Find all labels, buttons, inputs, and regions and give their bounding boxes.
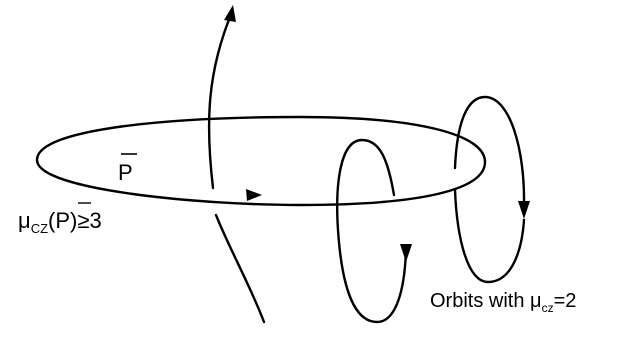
mu-open-paren: (: [48, 208, 56, 233]
caption-prefix: Orbits with: [430, 290, 530, 312]
mu-index-label: μCZ(P)≥3: [18, 208, 102, 236]
mu-relation: ≥3: [77, 208, 101, 233]
mu-symbol: μ: [18, 208, 31, 233]
small-orbit-middle-arrow: [400, 244, 412, 262]
caption-subscript: cz: [542, 301, 554, 315]
caption-value: =2: [554, 290, 577, 312]
small-orbit-right: [453, 95, 526, 207]
caption-label: Orbits with μcz=2: [430, 290, 576, 315]
small-orbit-right-arrow: [518, 201, 530, 219]
mu-argument: P: [55, 208, 70, 233]
flow-line-lower: [214, 213, 266, 324]
flow-line-arrow: [224, 5, 236, 22]
orbit-label: P: [118, 160, 133, 185]
small-orbit-middle: [336, 138, 408, 324]
small-orbit-right-lower: [453, 188, 526, 284]
main-orbit-arrow: [246, 189, 262, 201]
flow-line-upper: [207, 10, 234, 190]
main-orbit-ellipse: [35, 115, 487, 207]
mu-subscript: CZ: [31, 221, 48, 236]
mu-close-paren: ): [70, 208, 77, 233]
caption-mu: μ: [530, 290, 542, 312]
